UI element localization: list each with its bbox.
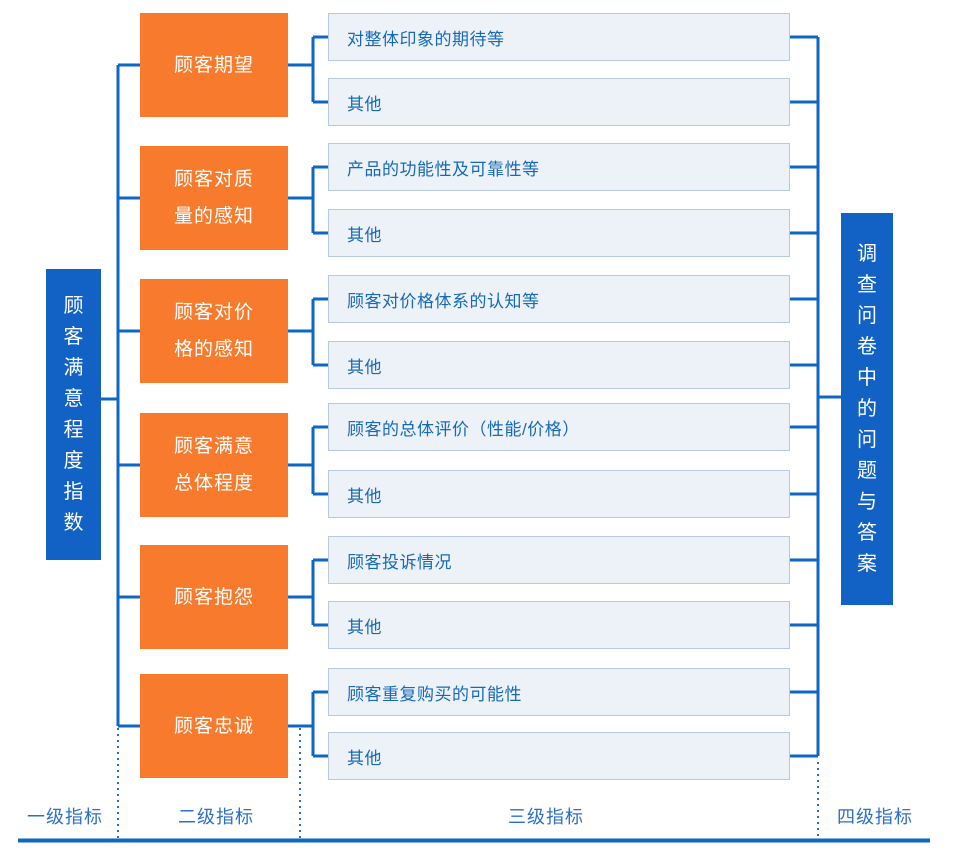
level2-label: 顾客忠诚 bbox=[173, 715, 254, 737]
level2-label: 顾客抱怨 bbox=[173, 586, 254, 608]
level3-box: 产品的功能性及可靠性等 bbox=[328, 143, 790, 191]
level3-box-other: 其他 bbox=[328, 78, 790, 126]
level3-box: 顾客对价格体系的认知等 bbox=[328, 275, 790, 323]
level2-label: 顾客满意总体程度 bbox=[173, 436, 254, 494]
level4-questionnaire-label: 调查问卷中的问题与答案 bbox=[857, 242, 877, 575]
footer-label-level4: 四级指标 bbox=[837, 807, 913, 827]
level1-index-label: 顾客满意程度指数 bbox=[63, 294, 84, 534]
level3-box-other: 其他 bbox=[328, 732, 790, 780]
level2-box-price-perception: 顾客对价格的感知 bbox=[140, 279, 288, 383]
level3-box-other: 其他 bbox=[328, 341, 790, 389]
level1-index-box: 顾客满意程度指数 bbox=[46, 269, 101, 560]
level2-box-complaints: 顾客抱怨 bbox=[140, 545, 288, 649]
level3-box: 顾客的总体评价（性能/价格） bbox=[328, 403, 790, 451]
footer-label-level1: 一级指标 bbox=[27, 807, 103, 827]
footer-baseline bbox=[18, 838, 930, 843]
level2-box-loyalty: 顾客忠诚 bbox=[140, 674, 288, 778]
level3-box: 对整体印象的期待等 bbox=[328, 13, 790, 61]
level3-box-other: 其他 bbox=[328, 601, 790, 649]
level2-label: 顾客对价格的感知 bbox=[173, 302, 254, 360]
level2-box-overall-satisfaction: 顾客满意总体程度 bbox=[140, 413, 288, 517]
level3-box: 顾客投诉情况 bbox=[328, 536, 790, 584]
footer-label-level3: 三级指标 bbox=[508, 807, 584, 827]
level4-questionnaire-box: 调查问卷中的问题与答案 bbox=[841, 213, 893, 605]
level2-box-quality-perception: 顾客对质量的感知 bbox=[140, 146, 288, 250]
level3-box-other: 其他 bbox=[328, 209, 790, 257]
level2-label: 顾客对质量的感知 bbox=[173, 169, 254, 227]
level3-box-other: 其他 bbox=[328, 470, 790, 518]
footer-label-level2: 二级指标 bbox=[178, 807, 254, 827]
level2-box-expectation: 顾客期望 bbox=[140, 13, 288, 117]
level3-box: 顾客重复购买的可能性 bbox=[328, 668, 790, 716]
level2-label: 顾客期望 bbox=[173, 54, 254, 76]
